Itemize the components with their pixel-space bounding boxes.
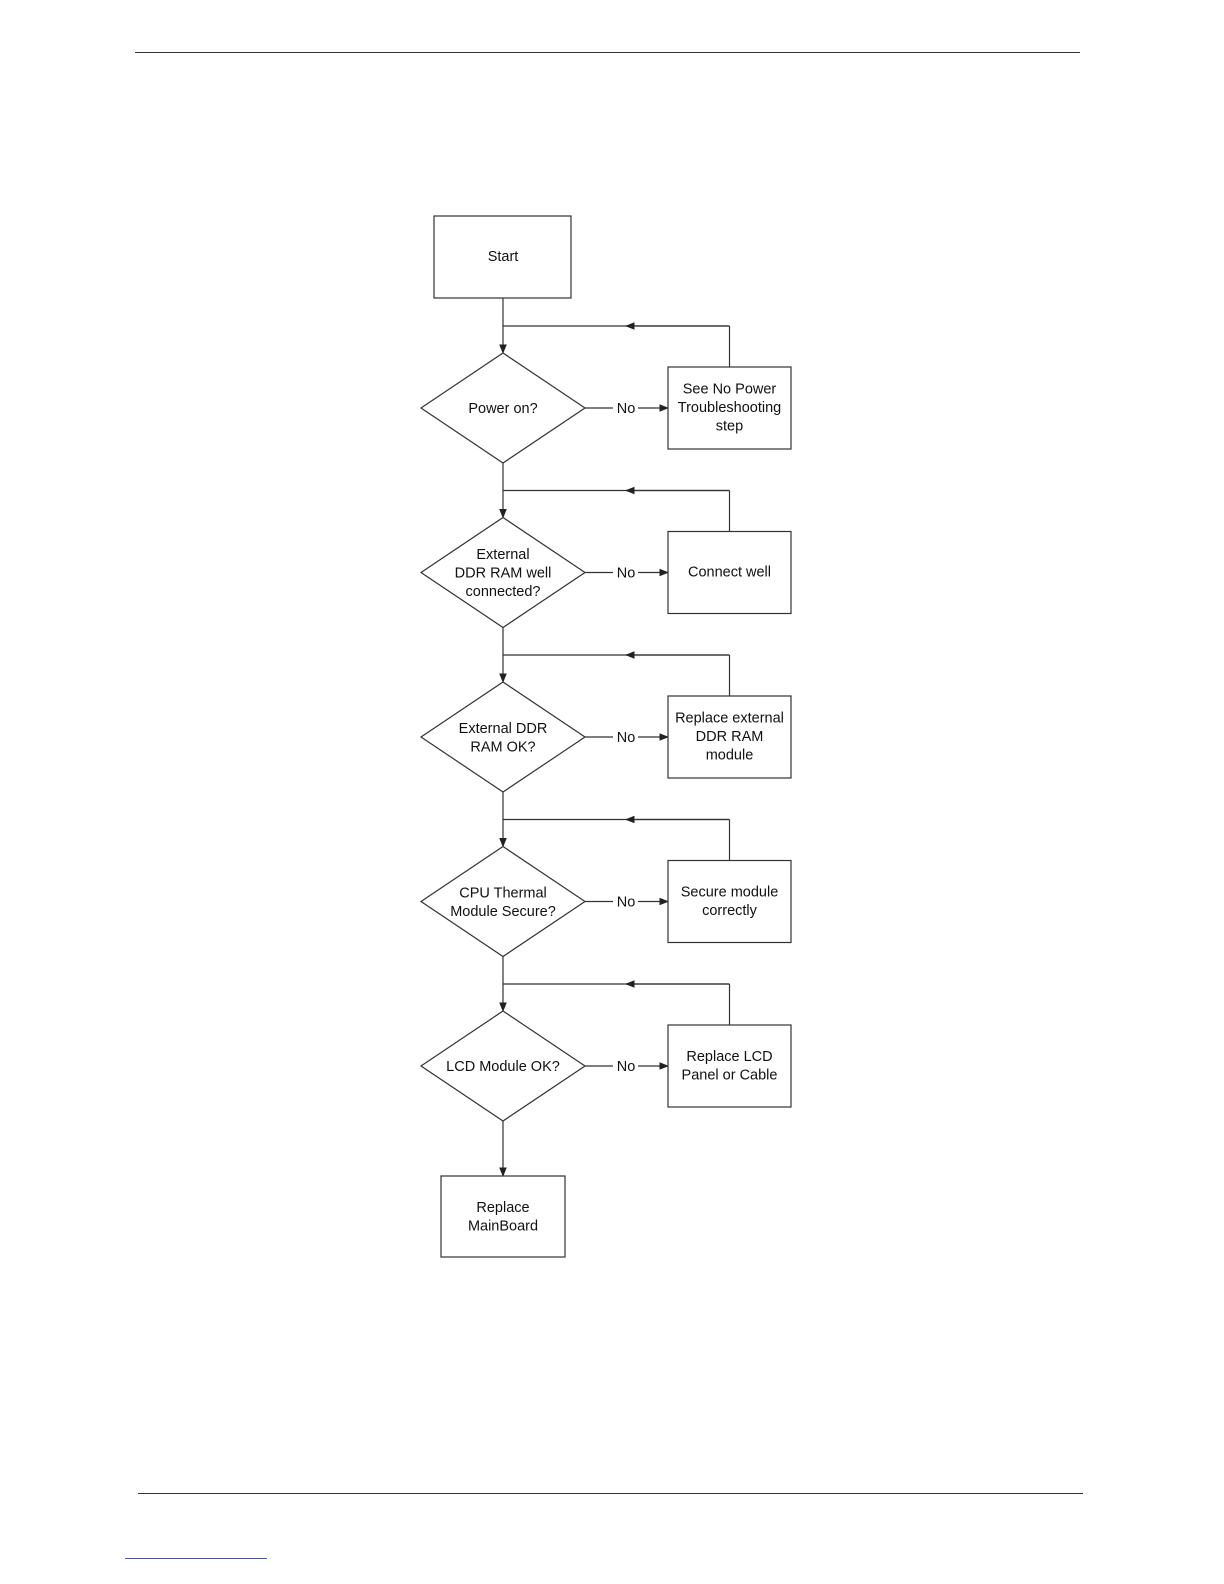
no-label: No xyxy=(617,1059,636,1075)
action-label: Connect well xyxy=(688,565,771,581)
decision-diamond xyxy=(421,682,585,792)
no-label: No xyxy=(617,401,636,417)
action-box xyxy=(668,861,791,943)
no-label: No xyxy=(617,895,636,911)
no-label: No xyxy=(617,566,636,582)
decision-label: LCD Module OK? xyxy=(446,1059,560,1075)
action-box xyxy=(668,1025,791,1107)
decision-diamond xyxy=(421,847,585,957)
end-node xyxy=(441,1176,565,1257)
start-label: Start xyxy=(488,249,519,265)
no-label: No xyxy=(617,730,636,746)
decision-label: Power on? xyxy=(468,401,537,417)
